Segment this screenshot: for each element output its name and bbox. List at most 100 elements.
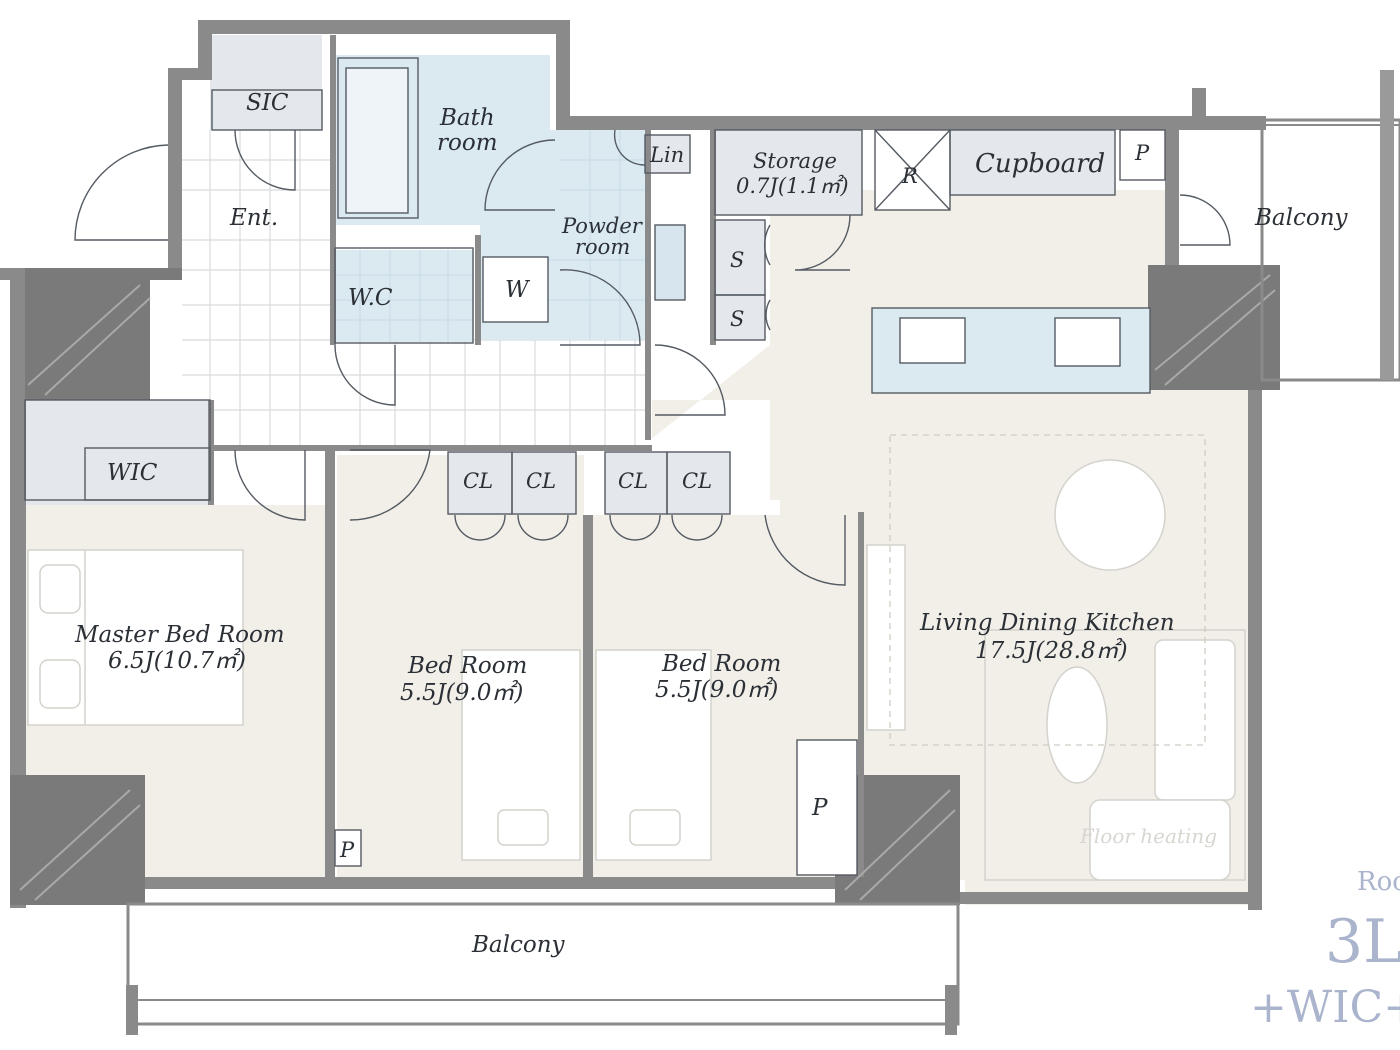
wall-bath-right: [556, 20, 570, 128]
bathtub-outline: [337, 57, 419, 219]
pipe-bottom-outline: [334, 829, 362, 867]
partition-right-balc: [1165, 130, 1179, 265]
shoe-cabinet-label-2: S: [730, 307, 744, 331]
fridge-label: R: [901, 164, 918, 188]
shoe-outline-2: [714, 294, 766, 341]
wall-right-ldk: [1248, 390, 1262, 910]
balcony-post-top: [1380, 70, 1394, 380]
sic-floor: [210, 35, 322, 130]
balcony-right: [1260, 118, 1400, 382]
pipe-bottom-label: P: [339, 838, 355, 862]
dining-table: [1054, 459, 1166, 571]
washer-outline: [482, 256, 549, 323]
bathroom-label-2: room: [437, 130, 498, 156]
shoe-door-1: [763, 224, 771, 266]
side-info-line2: 3L: [1325, 907, 1400, 977]
wall-bottom-2: [960, 892, 1260, 904]
balcony-post-right: [945, 985, 957, 1035]
room-labels: SIC Bath room Ent. W.C W Powder room Lin…: [74, 90, 1349, 958]
column-hatch: [19, 274, 1276, 901]
balcony-door: [1179, 194, 1231, 246]
cl-4-outline: [666, 451, 731, 515]
shoe-cabinet-floor: [715, 220, 765, 340]
kitchen-stove: [1054, 317, 1121, 367]
master-bedroom-size: 6.5J(10.7㎡): [108, 647, 246, 674]
wc-door: [334, 344, 396, 406]
bed2-door: [349, 449, 431, 521]
bathroom-label-1: Bath: [439, 105, 495, 131]
balcony-bottom: [126, 902, 960, 1026]
partition-wic: [208, 400, 214, 505]
cl-door-2: [517, 514, 569, 541]
outlines: [24, 57, 1166, 876]
cl-2-outline: [511, 451, 577, 515]
side-info: Roo 3L +WIC+: [1250, 867, 1400, 1033]
wall-left: [10, 268, 26, 908]
bath-door: [484, 139, 556, 211]
powder-room-label-2: room: [575, 235, 630, 259]
powder-room-label-1: Powder: [561, 214, 644, 238]
bed3-door: [764, 514, 846, 586]
wc-label: W.C: [348, 285, 393, 311]
tile-grid: [182, 130, 650, 445]
storage-door: [794, 214, 851, 271]
bedroom-3-label: Bed Room: [661, 651, 781, 677]
partition-hall: [212, 445, 652, 451]
wic-label: WIC: [107, 460, 158, 486]
closet-label-1: CL: [463, 469, 493, 493]
shoe-cabinet-label-1: S: [730, 248, 744, 272]
powder-door: [559, 269, 641, 346]
tv-stand: [866, 544, 906, 731]
kitchen-sink: [899, 317, 966, 364]
armchair: [1089, 799, 1231, 881]
wic-shelf: [84, 447, 211, 501]
wall-top-post: [1192, 88, 1206, 130]
sic-door: [234, 129, 296, 191]
partition-bed2-bed3: [583, 515, 593, 877]
cupboard-floor: [950, 130, 1115, 195]
side-info-line3: +WIC+: [1250, 982, 1400, 1033]
dining-zone: [889, 434, 1206, 746]
closet-label-3: CL: [618, 469, 648, 493]
wall-top-left-side: [198, 20, 212, 75]
wic-floor: [25, 400, 210, 505]
partition-shoe: [645, 130, 651, 440]
balcony-post-left: [126, 985, 138, 1035]
sofa: [1154, 639, 1236, 801]
balcony-right-label: Balcony: [1254, 205, 1349, 231]
closet-label-2: CL: [526, 469, 556, 493]
floor-heating-label: Floor heating: [1079, 824, 1217, 848]
sink-door: [613, 129, 646, 166]
wall-top-left: [198, 20, 570, 34]
cupboard-label: Cupboard: [975, 149, 1105, 179]
storage-size: 0.7J(1.1㎡): [736, 174, 849, 198]
linen-label: Lin: [649, 143, 684, 167]
bedroom-2-size: 5.5J(9.0㎡): [400, 679, 523, 706]
wall-left-upper: [168, 68, 182, 268]
partition-kitchen: [710, 130, 716, 345]
partition-bed3-ldk: [858, 512, 864, 877]
cl-door-3: [609, 514, 661, 541]
pipe-top-label: P: [1134, 141, 1150, 165]
storage-floor: [715, 130, 862, 215]
bathtub-inner: [345, 67, 409, 214]
sic-label: SIC: [246, 90, 289, 116]
linen-outline: [644, 134, 691, 174]
pipe-mid-outline: [796, 739, 858, 876]
coffee-table: [1046, 666, 1108, 784]
storage-outline: [714, 129, 863, 216]
balcony-bottom-label: Balcony: [471, 932, 566, 958]
sic-outline: [211, 89, 323, 131]
ldk-size: 17.5J(28.8㎡): [975, 637, 1128, 664]
wic-door: [234, 449, 306, 521]
wc-outline: [334, 247, 474, 344]
wall-top-main: [556, 116, 1266, 130]
wc-floor: [332, 250, 474, 342]
partition-bath-left: [330, 35, 336, 345]
partition-bed1-bed2: [325, 445, 335, 877]
master-pillow-2: [39, 659, 81, 709]
wall-bottom-1: [10, 877, 960, 889]
master-bedroom-label: Master Bed Room: [74, 622, 285, 648]
